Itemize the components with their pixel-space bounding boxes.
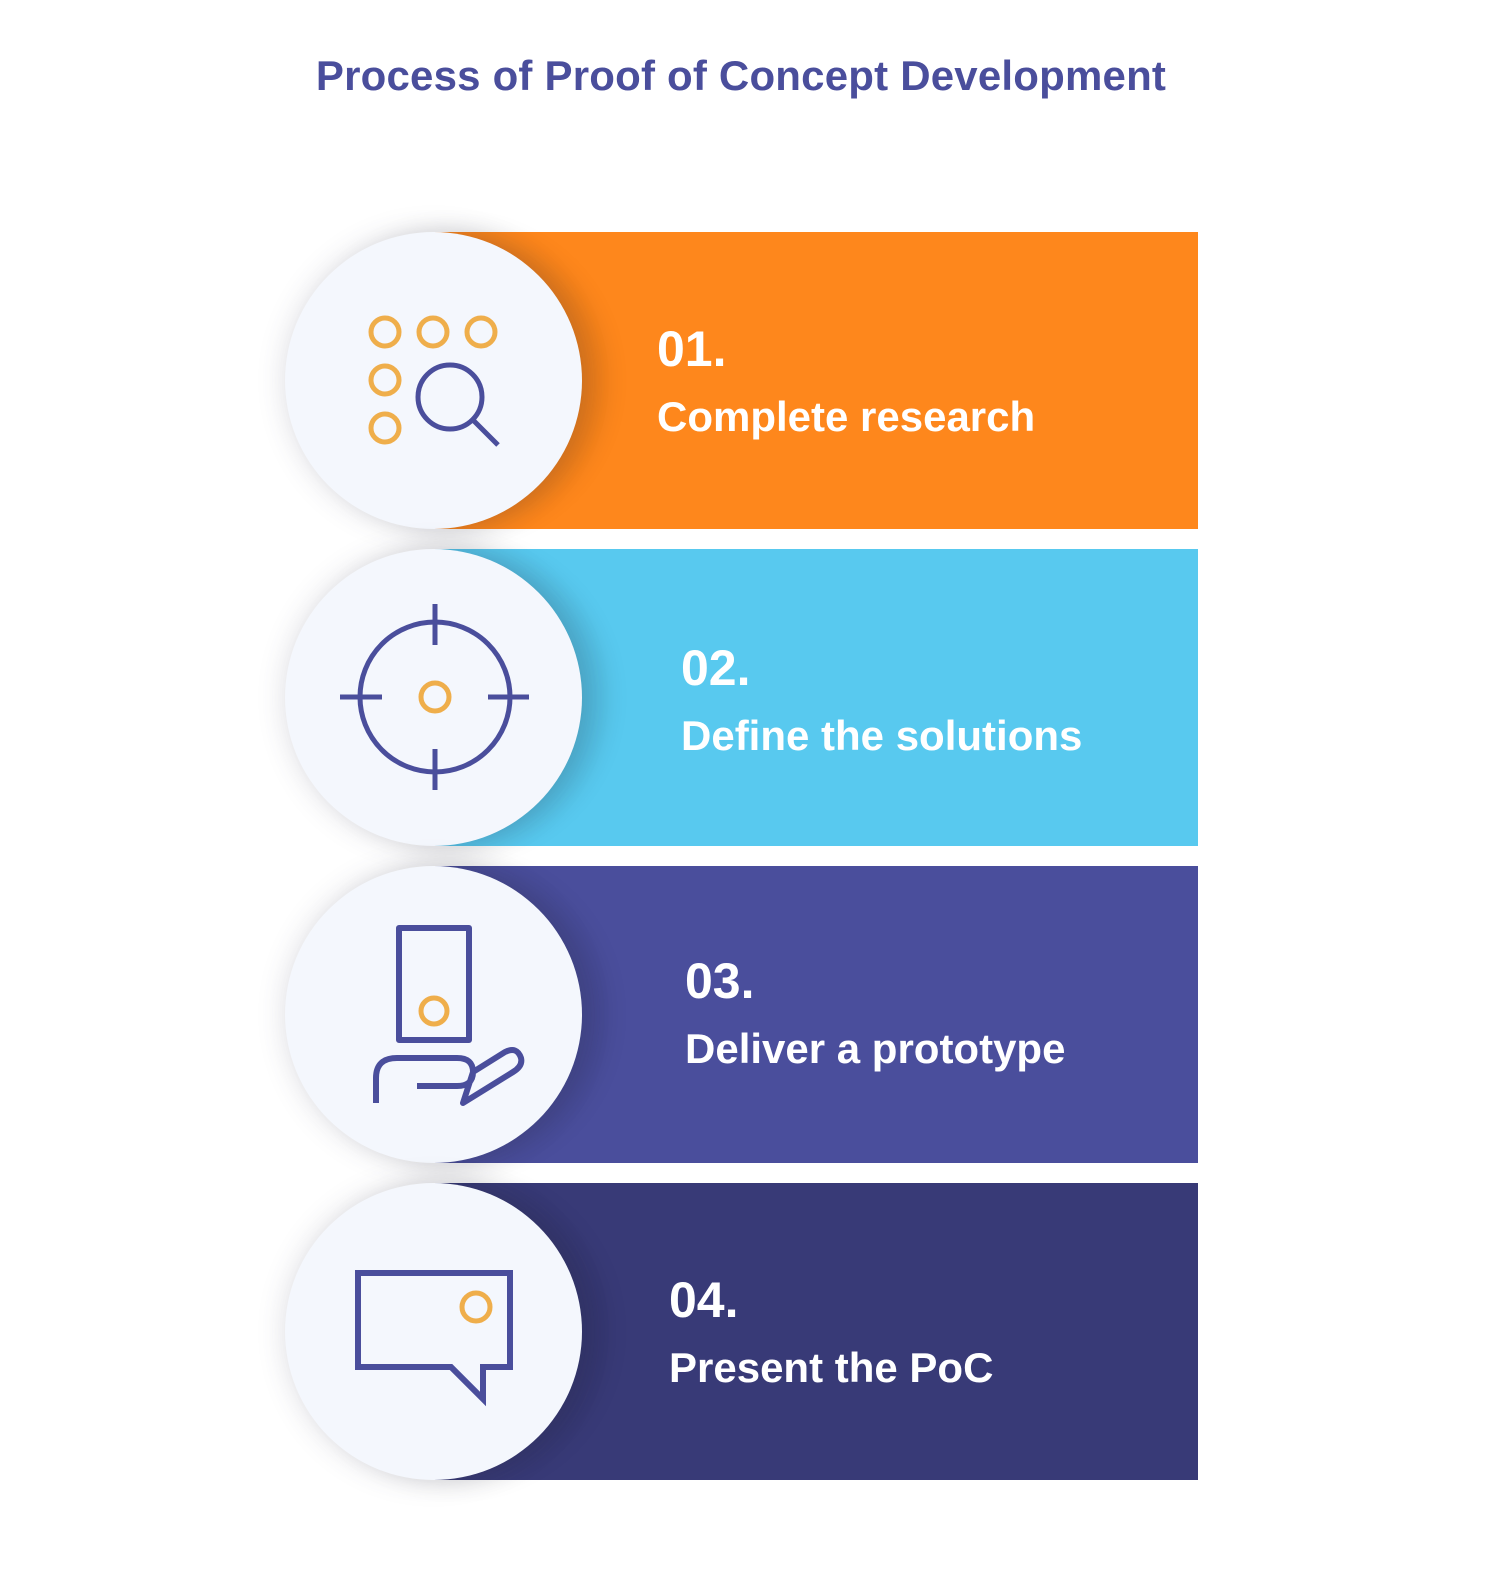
step-number: 01. [657, 321, 727, 377]
step-label: Present the PoC [669, 1344, 994, 1391]
icon-circle [285, 866, 582, 1163]
step-4: 04. Present the PoC [285, 1183, 1198, 1480]
crosshair-target-icon [340, 604, 529, 790]
step-label: Define the solutions [681, 712, 1083, 759]
step-2: 02. Define the solutions [285, 549, 1198, 846]
step-number: 03. [685, 953, 755, 1009]
step-3: 03. Deliver a prototype [285, 866, 1198, 1163]
hand-holding-device-icon [373, 925, 525, 1106]
step-label: Deliver a prototype [685, 1025, 1066, 1072]
step-number: 02. [681, 640, 751, 696]
icon-circle [285, 232, 582, 529]
step-1: 01. Complete research [285, 232, 1198, 529]
icon-circle [285, 549, 582, 846]
page-title: Process of Proof of Concept Development [315, 52, 1167, 99]
step-label: Complete research [657, 393, 1036, 440]
step-number: 04. [669, 1272, 739, 1328]
research-search-icon [368, 315, 500, 447]
speech-bubble-icon [355, 1270, 513, 1407]
icon-circle [285, 1183, 582, 1480]
